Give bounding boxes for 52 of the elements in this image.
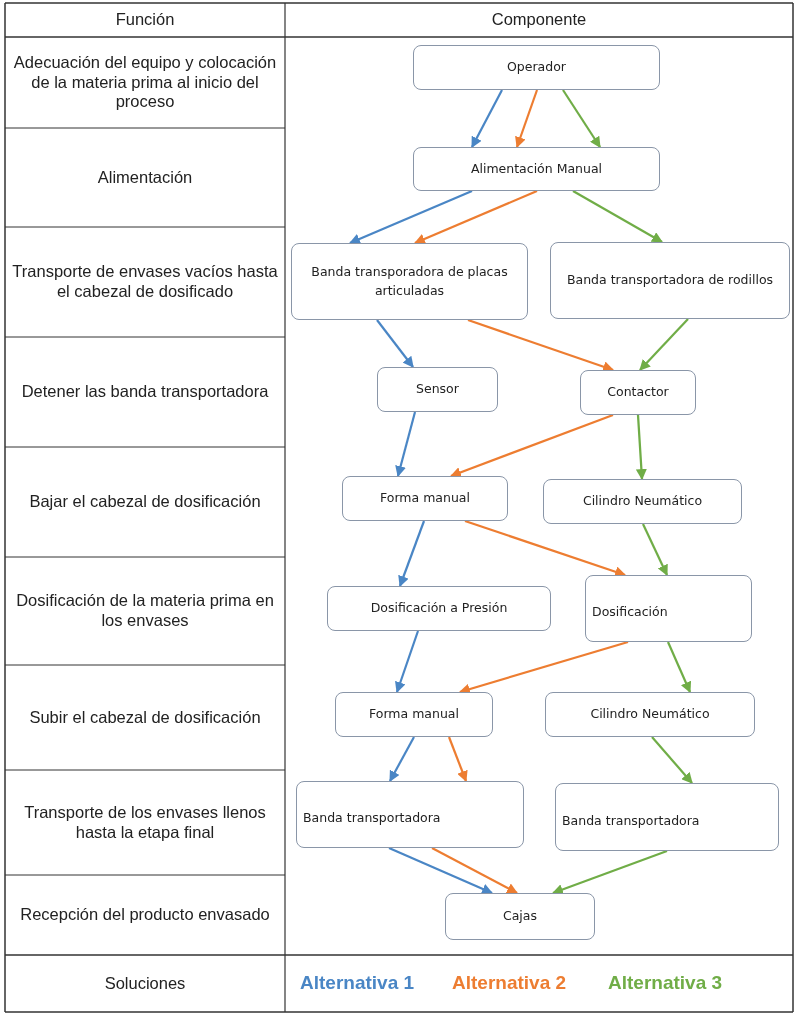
process-box: Banda transportadora <box>555 783 779 851</box>
column-header: Componente <box>491 10 587 30</box>
process-box: Contactor <box>580 370 696 415</box>
table-cell-text: Recepción del producto envasado <box>20 905 270 925</box>
arrow <box>651 736 693 784</box>
table-cell-text: Transporte de los envases llenos hasta la etapa final <box>23 802 267 843</box>
arrow <box>376 319 414 368</box>
arrow <box>667 641 692 693</box>
arrow <box>572 190 663 243</box>
arrow <box>389 736 415 782</box>
arrow <box>431 847 518 894</box>
process-box: Forma manual <box>342 476 508 521</box>
arrow <box>471 89 503 148</box>
table-cell-text: Soluciones <box>104 973 186 994</box>
process-box: Banda transporadora de placas articuladas <box>291 243 528 320</box>
process-box: Alimentación Manual <box>413 147 660 191</box>
table-cell-text: Subir el cabezal de dosificación <box>29 707 261 728</box>
arrow <box>551 849 668 895</box>
arrow <box>642 523 668 576</box>
process-box: Sensor <box>377 367 498 412</box>
legend-text: Alternativa 1 <box>300 972 415 994</box>
arrow <box>349 190 473 245</box>
process-box: Banda transportadora de rodillos <box>550 242 790 319</box>
table-cell-text: Transporte de envases vacíos hasta el cabezal de dosificado <box>11 262 279 302</box>
arrow <box>398 520 426 588</box>
table-cell-text: Adecuación del equipo y colocación de la materia prima al inicio del proceso <box>12 52 278 113</box>
process-box: Cilindro Neumático <box>543 479 742 524</box>
process-box: Banda transportadora <box>296 781 524 848</box>
arrow <box>639 318 689 371</box>
process-box: Cilindro Neumático <box>545 692 755 737</box>
table-cell-text: Detener las banda transportadora <box>21 382 269 402</box>
process-box: Operador <box>413 45 660 90</box>
arrow <box>395 411 417 478</box>
legend-text: Alternativa 3 <box>608 972 723 994</box>
arrow <box>562 89 601 148</box>
table-cell-text: Bajar el cabezal de dosificación <box>29 492 261 512</box>
process-box: Forma manual <box>335 692 493 737</box>
arrow <box>635 414 647 481</box>
table-cell-text: Dosificación de la materia prima en los envases <box>15 591 275 631</box>
process-box: Cajas <box>445 893 595 940</box>
arrow <box>388 847 493 895</box>
process-box: Dosificación <box>585 575 752 642</box>
process-box: Dosificación a Presión <box>327 586 551 631</box>
column-header: Función <box>115 10 175 30</box>
arrow <box>414 190 538 245</box>
arrow <box>395 630 420 694</box>
arrow <box>467 318 615 372</box>
arrow <box>447 736 468 783</box>
legend-text: Alternativa 2 <box>452 972 567 994</box>
arrow <box>515 89 539 149</box>
table-cell-text: Alimentación <box>97 167 193 188</box>
arrow <box>449 413 614 478</box>
